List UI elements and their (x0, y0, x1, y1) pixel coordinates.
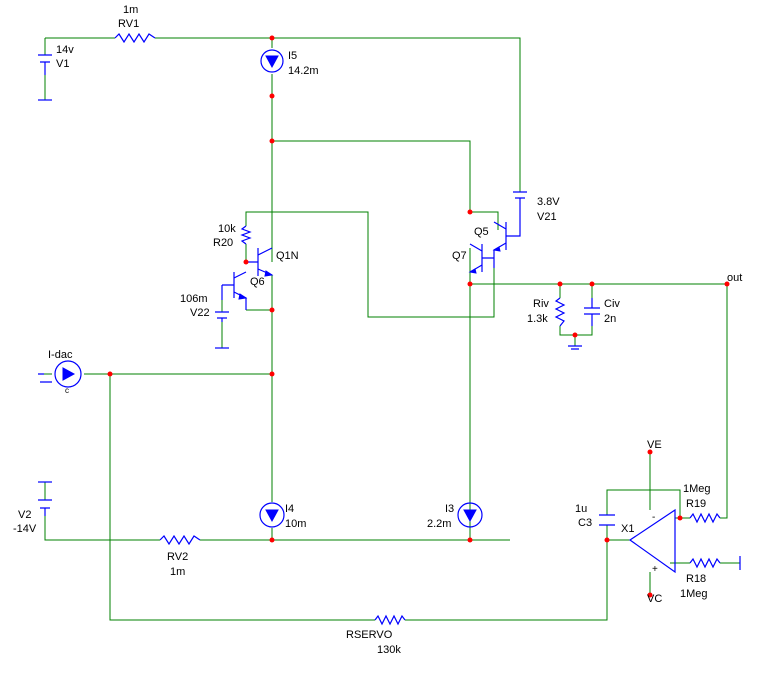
label-c3-value: 1u (575, 503, 587, 515)
resistor-r20 (240, 225, 252, 245)
battery-v22 (215, 311, 229, 322)
label-rservo-value: 130k (377, 644, 401, 656)
resistor-rv1 (114, 32, 156, 44)
label-q5: Q5 (474, 226, 489, 238)
grounds (38, 99, 741, 570)
resistor-r18 (689, 557, 721, 569)
label-rv1-value: 1m (123, 4, 138, 16)
label-r19-value: 1Meg (683, 483, 711, 495)
current-source-i4 (259, 502, 285, 528)
resistor-riv (554, 297, 566, 327)
battery-v21 (513, 191, 527, 212)
transistor-q5 (492, 212, 521, 268)
label-v21-value: 3.8V (537, 196, 560, 208)
battery-v2 (38, 499, 52, 516)
current-source-i3 (457, 502, 483, 528)
label-i4-name: I4 (285, 503, 294, 515)
label-r19-name: R19 (686, 498, 706, 510)
battery-v1 (38, 54, 52, 75)
transistor-q1n (246, 247, 274, 277)
label-rservo-name: RSERVO (346, 629, 393, 641)
label-q6: Q6 (250, 276, 265, 288)
label-rv1-name: RV1 (118, 18, 139, 30)
label-c3-name: C3 (578, 517, 592, 529)
label-i3-value: 2.2m (427, 518, 451, 530)
label-x1: X1 (621, 523, 634, 535)
opamp-x1 (628, 508, 676, 574)
transistor-q7 (468, 243, 494, 274)
label-opamp-plus: + (652, 564, 658, 575)
label-v22-name: V22 (190, 307, 210, 319)
capacitor-civ (584, 298, 600, 326)
label-q1n: Q1N (276, 250, 299, 262)
label-civ-value: 2n (604, 313, 616, 325)
label-q7: Q7 (452, 250, 467, 262)
current-source-idac (54, 360, 82, 388)
junction-dots (107, 35, 730, 598)
label-civ-name: Civ (604, 298, 620, 310)
label-idac-sub: c (65, 386, 69, 395)
transistor-q6 (221, 271, 248, 310)
label-v21-name: V21 (537, 211, 557, 223)
label-i3-name: I3 (445, 503, 454, 515)
label-v2-value: -14V (13, 523, 37, 535)
label-rv2-value: 1m (170, 566, 185, 578)
label-r20-value: 10k (218, 223, 236, 235)
label-i5-name: I5 (288, 50, 297, 62)
label-i4-value: 10m (285, 518, 306, 530)
label-v1-name: V1 (56, 58, 69, 70)
label-rv2-name: RV2 (167, 551, 188, 563)
capacitor-c3 (599, 514, 615, 526)
label-r18-value: 1Meg (680, 588, 708, 600)
resistor-rservo (374, 614, 406, 626)
label-idac: I-dac (48, 349, 73, 361)
label-vc: VC (647, 593, 662, 605)
labels: 1m RV1 14v V1 I5 14.2m 10k R20 Q1N Q6 10… (13, 4, 742, 656)
current-source-i5 (260, 49, 284, 73)
label-v1-value: 14v (56, 44, 74, 56)
resistor-r19 (689, 512, 721, 524)
label-ve: VE (647, 439, 662, 451)
label-r18-name: R18 (686, 573, 706, 585)
label-opamp-minus: - (652, 512, 655, 523)
label-riv-value: 1.3k (527, 313, 548, 325)
label-i5-value: 14.2m (288, 65, 319, 77)
label-v2-name: V2 (18, 509, 31, 521)
resistor-rv2 (159, 534, 201, 546)
label-riv-name: Riv (533, 298, 549, 310)
label-out: out (727, 272, 742, 284)
wires (44, 37, 740, 621)
label-r20-name: R20 (213, 237, 233, 249)
label-v22-value: 106m (180, 293, 208, 305)
